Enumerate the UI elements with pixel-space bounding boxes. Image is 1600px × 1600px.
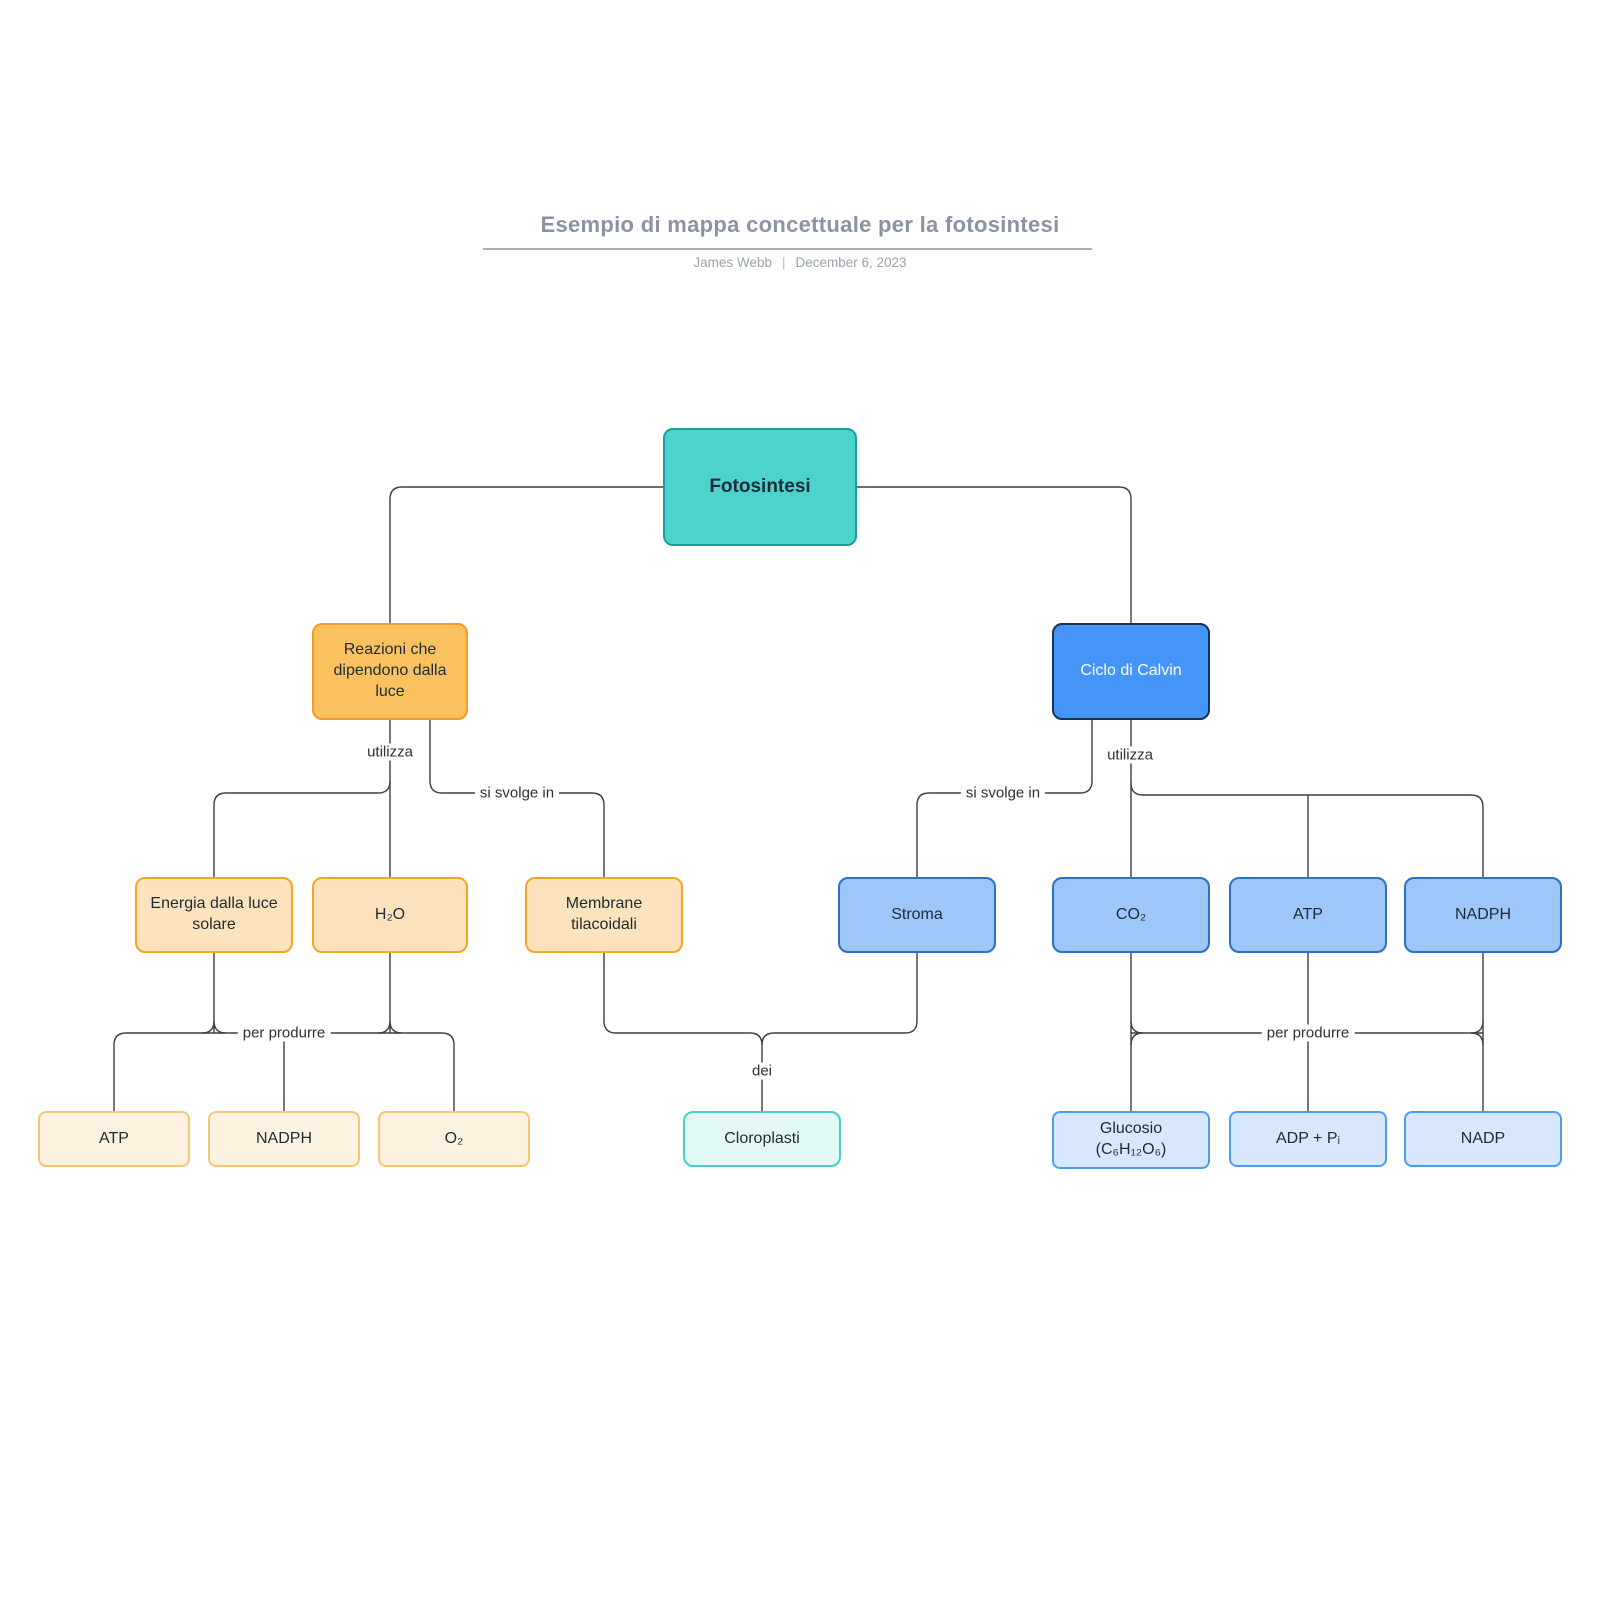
node-ciclo-di-calvin[interactable]: Ciclo di Calvin	[1052, 623, 1210, 720]
edge-label-utilizza-right: utilizza	[1102, 746, 1158, 764]
node-label: CO₂	[1115, 905, 1147, 923]
node-formula: (C₆H₁₂O₆)	[1095, 1141, 1167, 1158]
node-h2o[interactable]: H₂O	[312, 877, 468, 953]
document-meta: James Webb | December 6, 2023	[0, 255, 1600, 270]
node-label: H₂O	[374, 905, 406, 923]
edge-label-si-svolge-in-right: si svolge in	[960, 784, 1046, 802]
node-label: Glucosio	[1099, 1120, 1163, 1138]
node-label: NADPH	[255, 1129, 312, 1147]
node-label: NADP	[1460, 1129, 1506, 1147]
title-underline	[483, 248, 1092, 250]
node-fotosintesi[interactable]: Fotosintesi	[663, 428, 857, 546]
node-label: Cloroplasti	[724, 1129, 800, 1147]
node-stroma[interactable]: Stroma	[838, 877, 996, 953]
node-label: O₂	[444, 1129, 464, 1147]
node-energia-solare[interactable]: Energia dalla luce solare	[135, 877, 293, 953]
edge-label-utilizza-left: utilizza	[362, 743, 418, 761]
node-reazioni-luce[interactable]: Reazioni che dipendono dalla luce	[312, 623, 468, 720]
edge-label-per-produrre-right: per produrre	[1261, 1024, 1355, 1042]
node-label: NADPH	[1454, 905, 1511, 923]
node-nadp[interactable]: NADP	[1404, 1111, 1562, 1167]
node-nadph-input[interactable]: NADPH	[1404, 877, 1562, 953]
node-co2[interactable]: CO₂	[1052, 877, 1210, 953]
edge-label-dei: dei	[746, 1062, 778, 1080]
node-o2-output[interactable]: O₂	[378, 1111, 530, 1167]
node-cloroplasti[interactable]: Cloroplasti	[683, 1111, 841, 1167]
node-atp-input[interactable]: ATP	[1229, 877, 1387, 953]
node-label: ATP	[99, 1129, 129, 1147]
node-glucosio[interactable]: Glucosio (C₆H₁₂O₆)	[1052, 1111, 1210, 1169]
page-title: Esempio di mappa concettuale per la foto…	[540, 212, 1060, 237]
node-membrane-tilacoidali[interactable]: Membrane tilacoidali	[525, 877, 683, 953]
document-date: December 6, 2023	[795, 255, 907, 270]
node-label: Fotosintesi	[709, 475, 811, 497]
node-label: Membrane tilacoidali	[565, 895, 643, 933]
node-label: Ciclo di Calvin	[1080, 662, 1182, 680]
node-label: Stroma	[891, 905, 943, 923]
node-label: Energia dalla luce solare	[150, 895, 278, 933]
node-atp-output[interactable]: ATP	[38, 1111, 190, 1167]
node-nadph-output[interactable]: NADPH	[208, 1111, 360, 1167]
edge-label-per-produrre-left: per produrre	[237, 1024, 331, 1042]
meta-separator: |	[781, 255, 786, 270]
node-adp-pi[interactable]: ADP + Pᵢ	[1229, 1111, 1387, 1167]
edge-label-si-svolge-in-left: si svolge in	[474, 784, 560, 802]
node-label: Reazioni che dipendono dalla luce	[333, 641, 447, 700]
author-name: James Webb	[693, 255, 772, 270]
node-label: ADP + Pᵢ	[1275, 1129, 1341, 1147]
node-label: ATP	[1293, 905, 1323, 923]
